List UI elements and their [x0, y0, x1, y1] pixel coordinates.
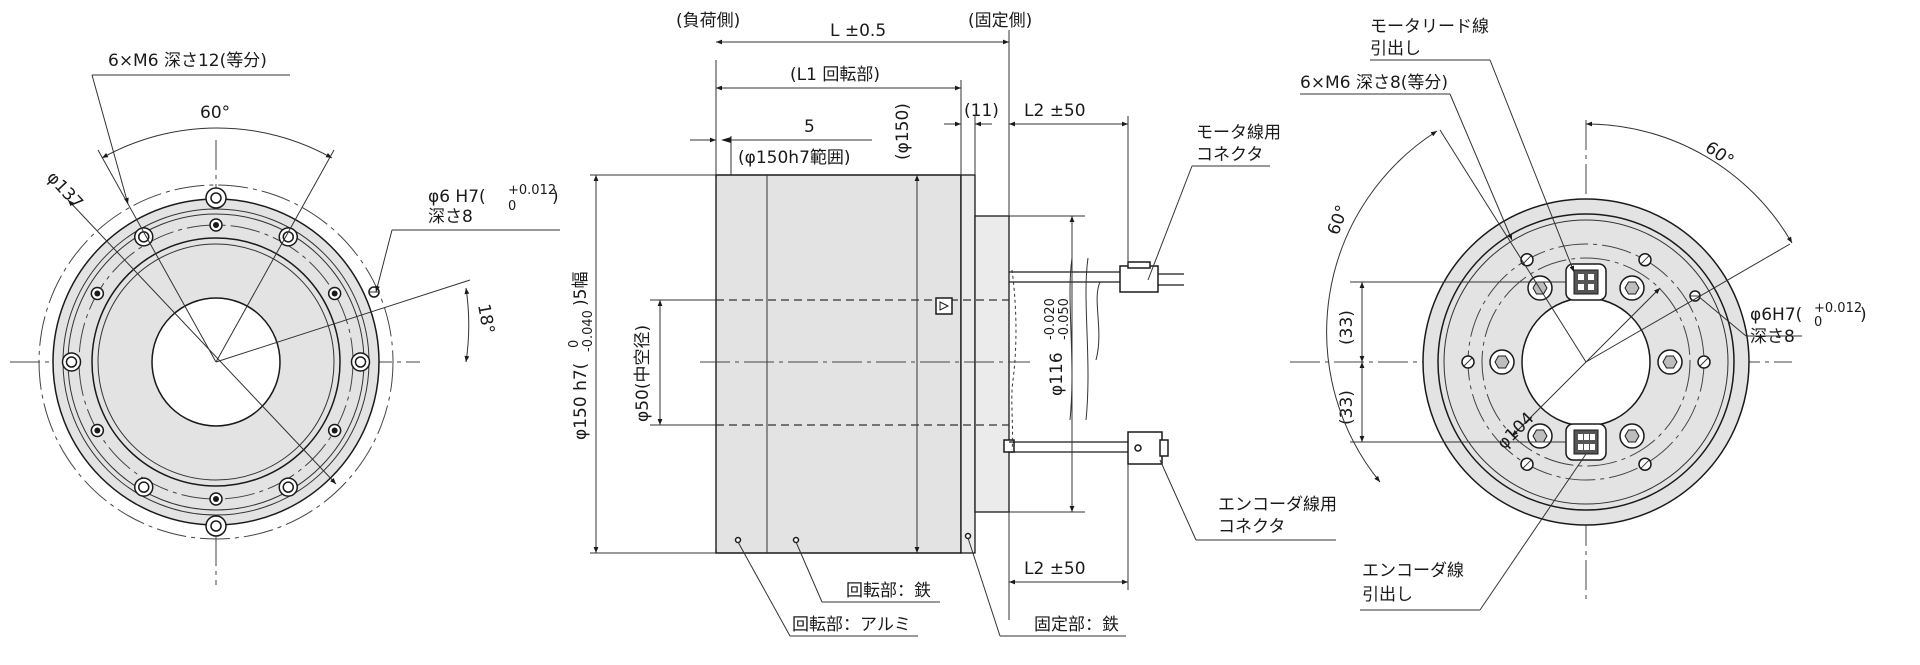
- side-rotor-body: [715, 174, 962, 554]
- rear-pin-hole-tol-top: +0.012: [1814, 301, 1862, 316]
- front-tapped-hole: [327, 286, 342, 301]
- encoder-connector-label-1: エンコーダ線用: [1218, 495, 1337, 515]
- rear-tapped-hole: [1520, 253, 1534, 267]
- front-angle-60: 60°: [200, 103, 230, 123]
- rear-tapped-hole: [1638, 457, 1652, 471]
- rear-socket-bolt: [1489, 349, 1515, 375]
- rear-pin-hole-main: φ6H7(: [1750, 305, 1802, 325]
- front-mount-hole: [61, 352, 82, 372]
- front-mount-hole: [350, 352, 371, 372]
- front-pin-hole-tol-bot: 0: [508, 199, 516, 214]
- side-length-L1: (L1 回転部): [790, 65, 880, 85]
- front-angle-18: 18°: [473, 302, 498, 335]
- encoder-connector-label-2: コネクタ: [1218, 517, 1285, 537]
- front-tapped-hole: [90, 286, 105, 301]
- side-stator-body: [974, 215, 1010, 513]
- front-pin-hole-close: ): [552, 187, 559, 207]
- side-fixed-side: (固定側): [968, 11, 1032, 31]
- side-view: L ±0.5 (負荷側) (固定側) (L1 回転部) 5 (φ150h7範囲)…: [567, 11, 1337, 637]
- rear-angle-60a: 60°: [1701, 138, 1737, 172]
- rotor-iron-label: 回転部：鉄: [846, 581, 931, 601]
- front-tapped-hole: [209, 218, 223, 232]
- front-mount-hole: [134, 477, 154, 497]
- front-mount-hole: [205, 515, 227, 537]
- side-L2-top: L2 ±50: [1024, 101, 1086, 121]
- side-stator-ring: [960, 174, 976, 554]
- rear-encoder-lead-1: エンコーダ線: [1362, 561, 1464, 581]
- front-pin-hole: [368, 286, 380, 298]
- rear-holes-label: 6×M6 深さ8(等分): [1300, 73, 1448, 93]
- side-phi150: (φ150): [893, 103, 913, 160]
- front-tapped-hole: [209, 492, 223, 506]
- rear-socket-bolt: [1657, 349, 1683, 375]
- side-phi150-main: φ150 h7(: [571, 363, 591, 440]
- front-tapped-hole: [90, 423, 105, 438]
- side-phi150-tail: )5幅: [571, 272, 591, 306]
- rear-view: (33) (33) φ104 60° 60° モータリード線 引出し 6×M6 …: [1290, 17, 1867, 611]
- side-L2-bottom: L2 ±50: [1024, 559, 1086, 579]
- side-dim-11: (11): [964, 101, 999, 121]
- rotor-alum-label: 回転部：アルミ: [792, 615, 911, 635]
- rear-pin-hole-close: ): [1860, 305, 1867, 325]
- rear-dim-33a: (33): [1337, 310, 1357, 345]
- rear-pin-depth: 深さ8: [1750, 327, 1795, 347]
- stator-iron-label: 固定部：鉄: [1034, 615, 1119, 635]
- side-load-side: (負荷側): [676, 11, 740, 31]
- side-phi150-tol-top: 0: [567, 340, 582, 348]
- rear-motor-lead-2: 引出し: [1370, 39, 1421, 59]
- encoder-connector: [1127, 431, 1163, 465]
- front-holes-label: 6×M6 深さ12(等分): [108, 51, 267, 71]
- front-phi137-label: φ137: [42, 168, 86, 214]
- front-pin-hole-main: φ6 H7(: [428, 187, 486, 207]
- side-phi50: φ50(中空径): [633, 325, 653, 422]
- rear-pin-hole-tol-bot: 0: [1814, 315, 1822, 330]
- side-length-L: L ±0.5: [830, 21, 886, 41]
- rear-tapped-hole: [1520, 457, 1534, 471]
- side-dim-5: 5: [804, 117, 815, 137]
- rear-socket-bolt: [1619, 423, 1645, 449]
- front-mount-hole: [278, 477, 298, 497]
- side-phi150-tol-bot: -0.040: [581, 310, 596, 352]
- rear-tapped-hole: [1461, 355, 1475, 369]
- rear-tapped-hole: [1638, 253, 1652, 267]
- side-phi116-tol-bot: -0.050: [1057, 298, 1072, 340]
- front-view: φ137 60° 6×M6 深さ12(等分) φ6 H7( +0.012 0 )…: [10, 51, 560, 585]
- rear-dim-33b: (33): [1337, 390, 1357, 425]
- side-phi116-tol-top: -0.020: [1043, 298, 1058, 340]
- front-mount-hole: [205, 187, 227, 209]
- motor-lead-connector: [1565, 263, 1607, 301]
- side-phi116-main: φ116: [1047, 352, 1067, 396]
- side-dim-5-note: (φ150h7範囲): [738, 148, 851, 168]
- rear-encoder-lead-2: 引出し: [1362, 585, 1413, 605]
- rear-motor-lead-1: モータリード線: [1370, 17, 1489, 37]
- motor-connector-label-2: コネクタ: [1196, 145, 1263, 165]
- front-pin-depth: 深さ8: [428, 207, 473, 227]
- front-pin-hole-tol-top: +0.012: [508, 183, 556, 198]
- rear-socket-bolt: [1619, 275, 1645, 301]
- rear-tapped-hole: [1697, 355, 1711, 369]
- motor-connector-label-1: モータ線用: [1196, 123, 1281, 143]
- front-tapped-hole: [327, 423, 342, 438]
